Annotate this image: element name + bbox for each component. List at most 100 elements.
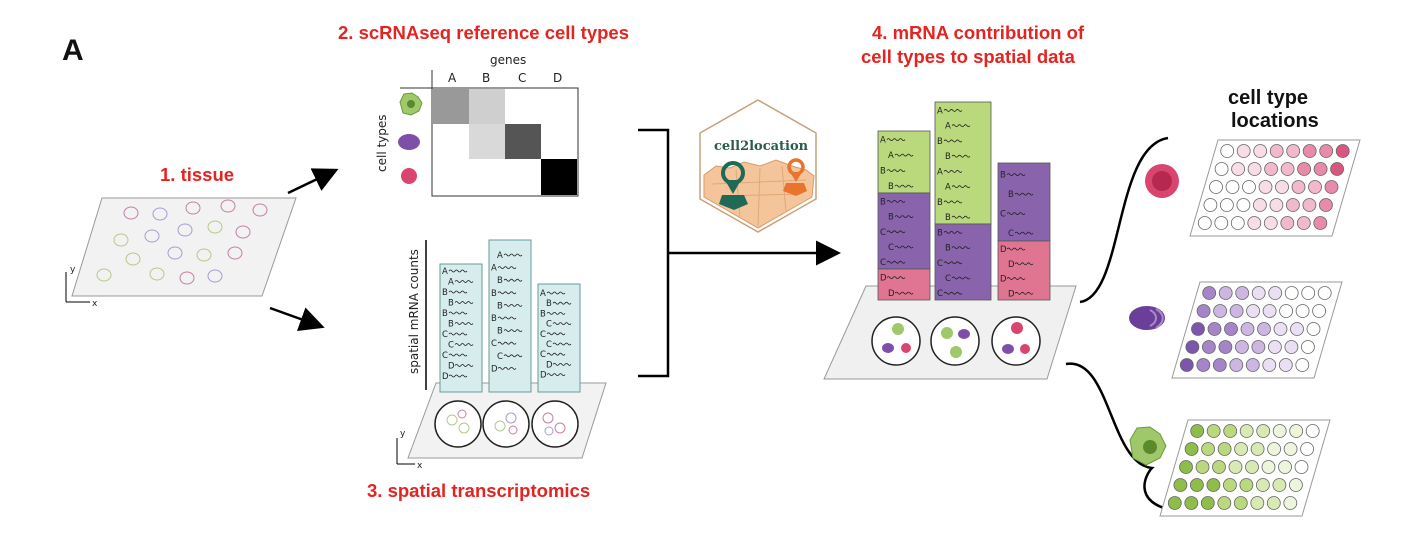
green-location-plate-well bbox=[1190, 478, 1204, 492]
deconv-col1-pink-read-squiggle bbox=[886, 276, 906, 280]
green-location-plate-well bbox=[1195, 460, 1210, 474]
count-col1-label: C bbox=[448, 341, 454, 351]
count-col3-label: B bbox=[540, 309, 546, 319]
deconv-col2-green-label: B bbox=[945, 213, 951, 223]
count-col1-label: C bbox=[442, 330, 448, 340]
count-col3-read-squiggle bbox=[552, 301, 572, 305]
spot-2 bbox=[482, 400, 530, 448]
deconv-col1-green-read-squiggle bbox=[886, 169, 906, 173]
deconv-col1-green-read-squiggle bbox=[894, 184, 914, 188]
count-col1-read-squiggle bbox=[448, 332, 468, 336]
pink-location-plate-well bbox=[1275, 180, 1289, 194]
purple-location-plate-well bbox=[1251, 286, 1266, 300]
pink-location-plate-well bbox=[1291, 180, 1306, 194]
pink-location-plate-well bbox=[1253, 198, 1267, 212]
green-location-plate-well bbox=[1217, 442, 1232, 456]
deconv-col2-purple-read-squiggle bbox=[943, 261, 963, 265]
pink-location-plate-well bbox=[1231, 162, 1245, 176]
deconv-col2-green-read-squiggle bbox=[951, 215, 971, 219]
count-col1-label: B bbox=[448, 320, 454, 330]
purple-location-plate-well bbox=[1213, 304, 1227, 318]
count-col1-label: B bbox=[442, 309, 448, 319]
purple-location-plate-well bbox=[1246, 304, 1260, 318]
cell-types-label: cell types bbox=[375, 114, 389, 172]
green-location-plate-well bbox=[1289, 478, 1303, 492]
count-col1-read-squiggle bbox=[454, 322, 474, 325]
green-location-plate-well bbox=[1289, 424, 1304, 438]
green-location-plate-well bbox=[1300, 442, 1314, 456]
deconv-col2-green-read-squiggle bbox=[951, 124, 971, 128]
pink-location-plate-well bbox=[1296, 216, 1311, 230]
count-col3-read-squiggle bbox=[552, 322, 572, 325]
deconv-col2-purple-label: B bbox=[945, 244, 951, 254]
deconv-col1-green-label: A bbox=[888, 151, 894, 161]
purple-location-plate-well bbox=[1229, 304, 1244, 318]
step2-title: 2. scRNAseq reference cell types bbox=[338, 22, 629, 43]
deconv-col2-green-label: B bbox=[937, 198, 943, 208]
green-location-plate-well bbox=[1223, 478, 1237, 492]
deconv-col3-purple-label: B bbox=[1008, 190, 1014, 200]
pink-location-plate-well bbox=[1330, 162, 1344, 176]
branch-to-green bbox=[1065, 362, 1171, 512]
gene-label-d: D bbox=[553, 71, 562, 85]
green-location-plate-well bbox=[1200, 496, 1215, 510]
purple-location-plate-well bbox=[1202, 286, 1217, 300]
pink-location-plate-well bbox=[1269, 198, 1284, 212]
reference-cell-icons bbox=[398, 92, 423, 184]
pink-location-plate-well bbox=[1230, 216, 1245, 230]
purple-location-plate-well bbox=[1212, 358, 1227, 372]
count-col2-read-squiggle bbox=[497, 316, 517, 320]
deconv-col3-purple-label: C bbox=[1000, 210, 1006, 220]
green-location-plate-well bbox=[1305, 424, 1320, 438]
pink-location-plate-well bbox=[1313, 162, 1328, 176]
count-col2-label: B bbox=[491, 314, 497, 324]
green-location-plate-well bbox=[1283, 442, 1298, 456]
purple-location-plate-well bbox=[1235, 340, 1249, 354]
deconv-col1-purple bbox=[877, 192, 931, 270]
pink-location-plate-well bbox=[1247, 162, 1262, 176]
deconv-col1-pink-read-squiggle bbox=[894, 291, 914, 295]
count-column-2 bbox=[488, 239, 532, 393]
count-col1-label: B bbox=[442, 288, 448, 298]
purple-location-plate-well bbox=[1317, 286, 1332, 300]
purple-cell-type-icon bbox=[1129, 306, 1165, 330]
pink-location-plate-well bbox=[1214, 216, 1229, 230]
pink-location-plate-well bbox=[1220, 198, 1234, 212]
deconv-col1-purple-read-squiggle bbox=[886, 260, 906, 264]
purple-location-plate-well bbox=[1245, 358, 1260, 372]
pink-location-plate-well bbox=[1302, 144, 1317, 158]
count-col1-label: A bbox=[448, 278, 454, 288]
step4-title-line1: 4. mRNA contribution of bbox=[872, 22, 1085, 43]
deconv-col2-green-read-squiggle bbox=[943, 109, 963, 112]
count-col2-read-squiggle bbox=[497, 291, 517, 295]
purple-location-plate-well bbox=[1295, 358, 1310, 372]
logo-text: cell2location bbox=[714, 139, 809, 154]
pink-location-plate-well bbox=[1319, 198, 1333, 212]
pink-location-plate-well bbox=[1197, 216, 1212, 230]
count-col3-label: C bbox=[546, 340, 552, 350]
green-location-plate-well bbox=[1261, 460, 1276, 474]
gene-labels: A B C D bbox=[448, 71, 562, 85]
reference-matrix bbox=[400, 70, 579, 197]
count-col1-read-squiggle bbox=[448, 374, 468, 378]
deconv-col2-purple-label: C bbox=[937, 259, 943, 269]
green-location-plate-well bbox=[1167, 496, 1182, 510]
pink-location-plate-well bbox=[1242, 180, 1256, 194]
pink-location-plate-well bbox=[1203, 198, 1218, 212]
deconv-col3-pink-label: D bbox=[1008, 289, 1015, 299]
deconv-col1-green-label: A bbox=[880, 136, 886, 146]
pink-location-plate-well bbox=[1264, 162, 1278, 176]
count-col3-read-squiggle bbox=[546, 291, 566, 295]
green-location-plate-well bbox=[1228, 460, 1243, 474]
green-location-plate-well bbox=[1245, 460, 1259, 474]
purple-location-plate-well bbox=[1262, 304, 1277, 318]
deconv-col2-green-read-squiggle bbox=[943, 200, 963, 204]
deconv-spot-2 bbox=[930, 316, 980, 366]
deconv-col2-green-label: A bbox=[937, 106, 943, 116]
deconv-col2-purple-read-squiggle bbox=[943, 231, 963, 234]
count-col2-label: B bbox=[497, 327, 503, 337]
deconv-col1-pink-label: D bbox=[880, 274, 887, 284]
green-location-plate-well bbox=[1267, 442, 1281, 456]
purple-location-plate-well bbox=[1295, 304, 1310, 318]
